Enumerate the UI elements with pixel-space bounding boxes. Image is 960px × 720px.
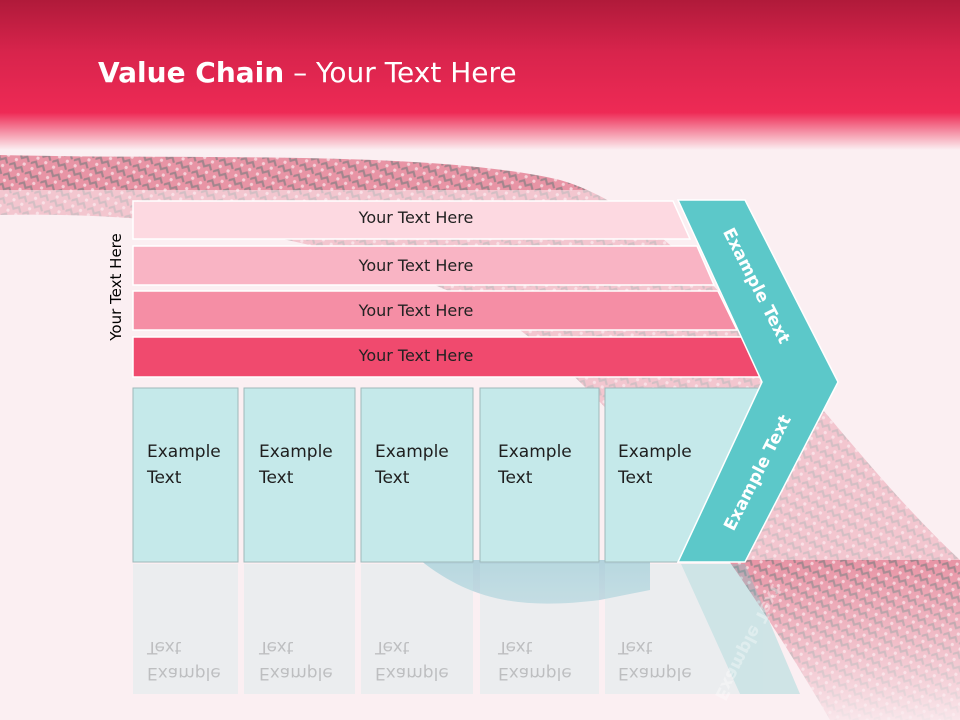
page-title: Value Chain – Your Text Here <box>98 56 517 89</box>
box-4-line-2: Text <box>498 468 533 488</box>
primary-box-label-5: Example Text <box>618 439 718 491</box>
primary-box-2 <box>243 387 356 563</box>
box-1-line-2: Text <box>147 468 182 488</box>
support-bar-2 <box>132 245 716 286</box>
primary-box-4 <box>479 387 600 563</box>
support-bar-label-1: Your Text Here <box>358 208 474 227</box>
margin-chevron <box>676 199 839 563</box>
box-2-line-2: Text <box>259 468 294 488</box>
header-banner <box>0 0 960 150</box>
primary-box-label-3: Example Text <box>375 439 475 491</box>
box-3-line-2: Text <box>375 468 410 488</box>
support-bar-label-3: Your Text Here <box>358 301 474 320</box>
box-5-line-1: Example <box>618 442 692 462</box>
primary-box-label-4: Example Text <box>498 439 598 491</box>
title-bold: Value Chain <box>98 56 285 89</box>
box-5-line-2: Text <box>618 468 653 488</box>
support-bar-3 <box>132 290 739 331</box>
title-rest: – Your Text Here <box>284 56 517 89</box>
primary-box-label-2: Example Text <box>259 439 359 491</box>
primary-box-3 <box>360 387 474 563</box>
primary-box-1 <box>132 387 239 563</box>
box-1-line-1: Example <box>147 442 221 462</box>
reflection-group <box>133 564 800 694</box>
primary-box-label-1: Example Text <box>147 439 247 491</box>
box-3-line-1: Example <box>375 442 449 462</box>
support-bar-1 <box>132 200 692 240</box>
box-4-line-1: Example <box>498 442 572 462</box>
box-2-line-1: Example <box>259 442 333 462</box>
support-bar-label-2: Your Text Here <box>358 256 474 275</box>
support-bar-label-4: Your Text Here <box>358 346 474 365</box>
